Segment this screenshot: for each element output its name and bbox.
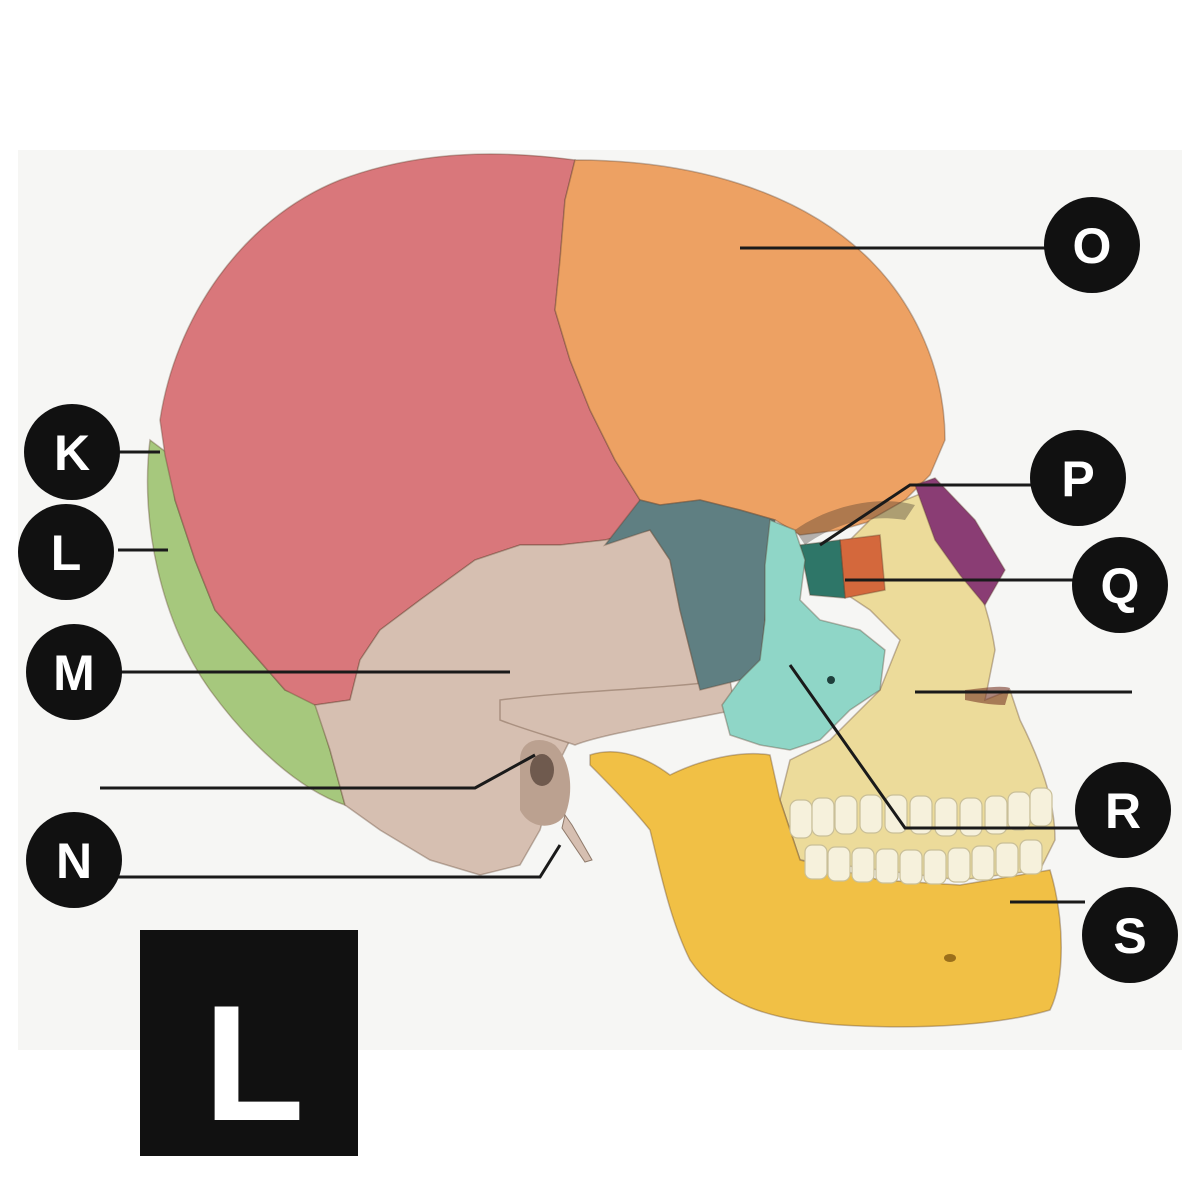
lower-tooth xyxy=(947,847,971,883)
frontal-bone xyxy=(554,159,946,536)
callout-S-circle xyxy=(1082,887,1178,983)
zygomatic-foramen xyxy=(827,676,835,684)
upper-tooth xyxy=(834,795,858,835)
lower-tooth xyxy=(1019,839,1043,875)
callout-R-circle xyxy=(1075,762,1171,858)
callout-L-circle xyxy=(18,504,114,600)
upper-tooth xyxy=(959,797,983,837)
callout-R-text: R xyxy=(1105,783,1141,839)
callout-N: N xyxy=(26,812,122,908)
callout-N-circle xyxy=(26,812,122,908)
leader-line-N xyxy=(118,844,562,879)
upper-tooth xyxy=(909,795,933,835)
orbit xyxy=(795,501,915,545)
callout-K-text: K xyxy=(54,425,90,481)
callout-K-circle xyxy=(24,404,120,500)
callout-P: P xyxy=(1030,430,1126,526)
side-indicator-box xyxy=(140,930,358,1156)
callout-Q-text: Q xyxy=(1101,558,1140,614)
callout-N-text: N xyxy=(56,833,92,889)
callout-M-circle xyxy=(26,624,122,720)
upper-tooth xyxy=(934,797,958,837)
callout-L: L xyxy=(18,504,114,600)
callout-S: S xyxy=(1082,887,1178,983)
side-indicator: L xyxy=(140,930,358,1156)
zygomatic-bone xyxy=(721,518,886,751)
leader-lines xyxy=(100,246,1132,904)
lower-tooth xyxy=(899,849,923,885)
teeth xyxy=(789,787,1053,885)
callout-Q-circle xyxy=(1072,537,1168,633)
upper-tooth xyxy=(811,797,835,837)
lower-tooth xyxy=(804,844,828,880)
callout-Q: Q xyxy=(1072,537,1168,633)
callout-O-circle xyxy=(1044,197,1140,293)
lower-tooth xyxy=(875,848,899,884)
upper-tooth xyxy=(1029,787,1053,827)
lower-tooth xyxy=(971,845,995,881)
callout-P-text: P xyxy=(1061,451,1094,507)
lacrimal-bone xyxy=(839,534,886,599)
callout-K: K xyxy=(24,404,120,500)
upper-tooth xyxy=(984,795,1008,835)
callout-L-text: L xyxy=(51,525,82,581)
lower-tooth xyxy=(827,846,851,882)
callout-S-text: S xyxy=(1113,908,1146,964)
callout-R: R xyxy=(1075,762,1171,858)
upper-tooth xyxy=(1007,791,1031,831)
callout-M-text: M xyxy=(53,645,95,701)
callout-M: M xyxy=(26,624,122,720)
upper-tooth xyxy=(859,794,883,834)
leader-line-P xyxy=(819,483,1035,547)
mental-foramen xyxy=(944,954,956,962)
mandible-bone xyxy=(589,751,1062,1028)
leader-line-unlabeled-left xyxy=(100,753,536,790)
callout-O: O xyxy=(1044,197,1140,293)
upper-tooth xyxy=(789,799,813,839)
side-indicator-letter: L xyxy=(204,971,305,1155)
callouts: K L M N O P Q R xyxy=(18,197,1178,983)
callout-O-text: O xyxy=(1073,218,1112,274)
zygomatic-arch xyxy=(499,679,736,746)
lower-tooth xyxy=(995,842,1019,878)
skull-illustration xyxy=(146,153,1062,1028)
styloid-process xyxy=(561,813,593,863)
leader-line-R xyxy=(788,664,1080,830)
lower-tooth xyxy=(923,849,947,885)
callout-P-circle xyxy=(1030,430,1126,526)
ear-canal xyxy=(530,754,554,786)
lower-tooth xyxy=(851,847,875,883)
